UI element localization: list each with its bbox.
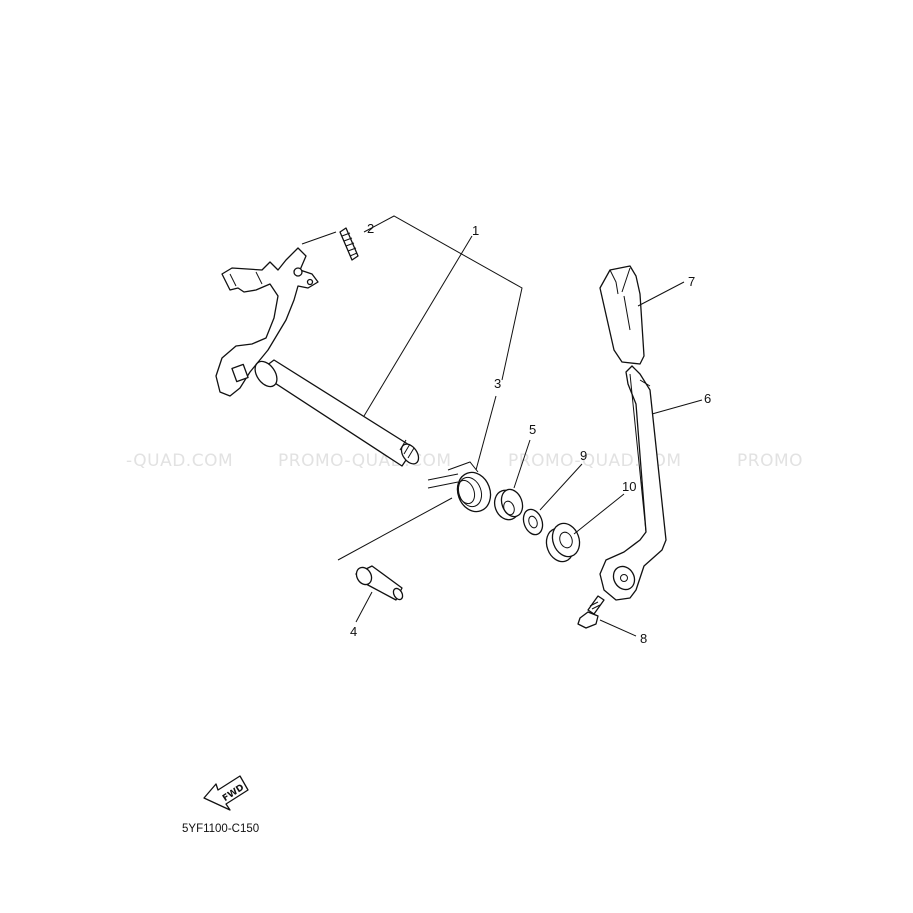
callout-1: 1 <box>472 223 479 238</box>
stud-4 <box>355 565 404 601</box>
bushing-10 <box>545 522 581 563</box>
callout-2: 2 <box>367 221 374 236</box>
leader-lines <box>301 215 703 637</box>
watermark-text: PROMO <box>737 451 803 471</box>
torsion-spring-3 <box>427 461 492 513</box>
drawing-code: 5YF1100-C150 <box>182 823 259 835</box>
watermark-text: PROMO-QUAD.COM <box>278 451 452 471</box>
callout-labels: 1 2 3 4 5 6 7 8 9 10 <box>350 221 711 646</box>
spring-2 <box>339 227 359 261</box>
callout-8: 8 <box>640 631 647 646</box>
watermark-band: -QUAD.COM PROMO-QUAD.COM PROMO-QUAD.COM … <box>126 451 803 471</box>
callout-5: 5 <box>529 422 536 437</box>
callout-4: 4 <box>350 624 357 639</box>
shift-pedal-6 <box>599 365 667 601</box>
bolt-8 <box>577 595 605 629</box>
pedal-rubber-7 <box>599 265 645 365</box>
callout-10: 10 <box>622 479 636 494</box>
shift-shaft-assembly <box>215 247 420 467</box>
callout-9: 9 <box>580 448 587 463</box>
callout-6: 6 <box>704 391 711 406</box>
watermark-text: -QUAD.COM <box>126 451 233 471</box>
callout-3: 3 <box>494 376 501 391</box>
callout-7: 7 <box>688 274 695 289</box>
fwd-arrow-icon: FWD <box>203 775 249 811</box>
washer-9 <box>522 508 544 536</box>
oil-seal-5 <box>493 488 524 521</box>
